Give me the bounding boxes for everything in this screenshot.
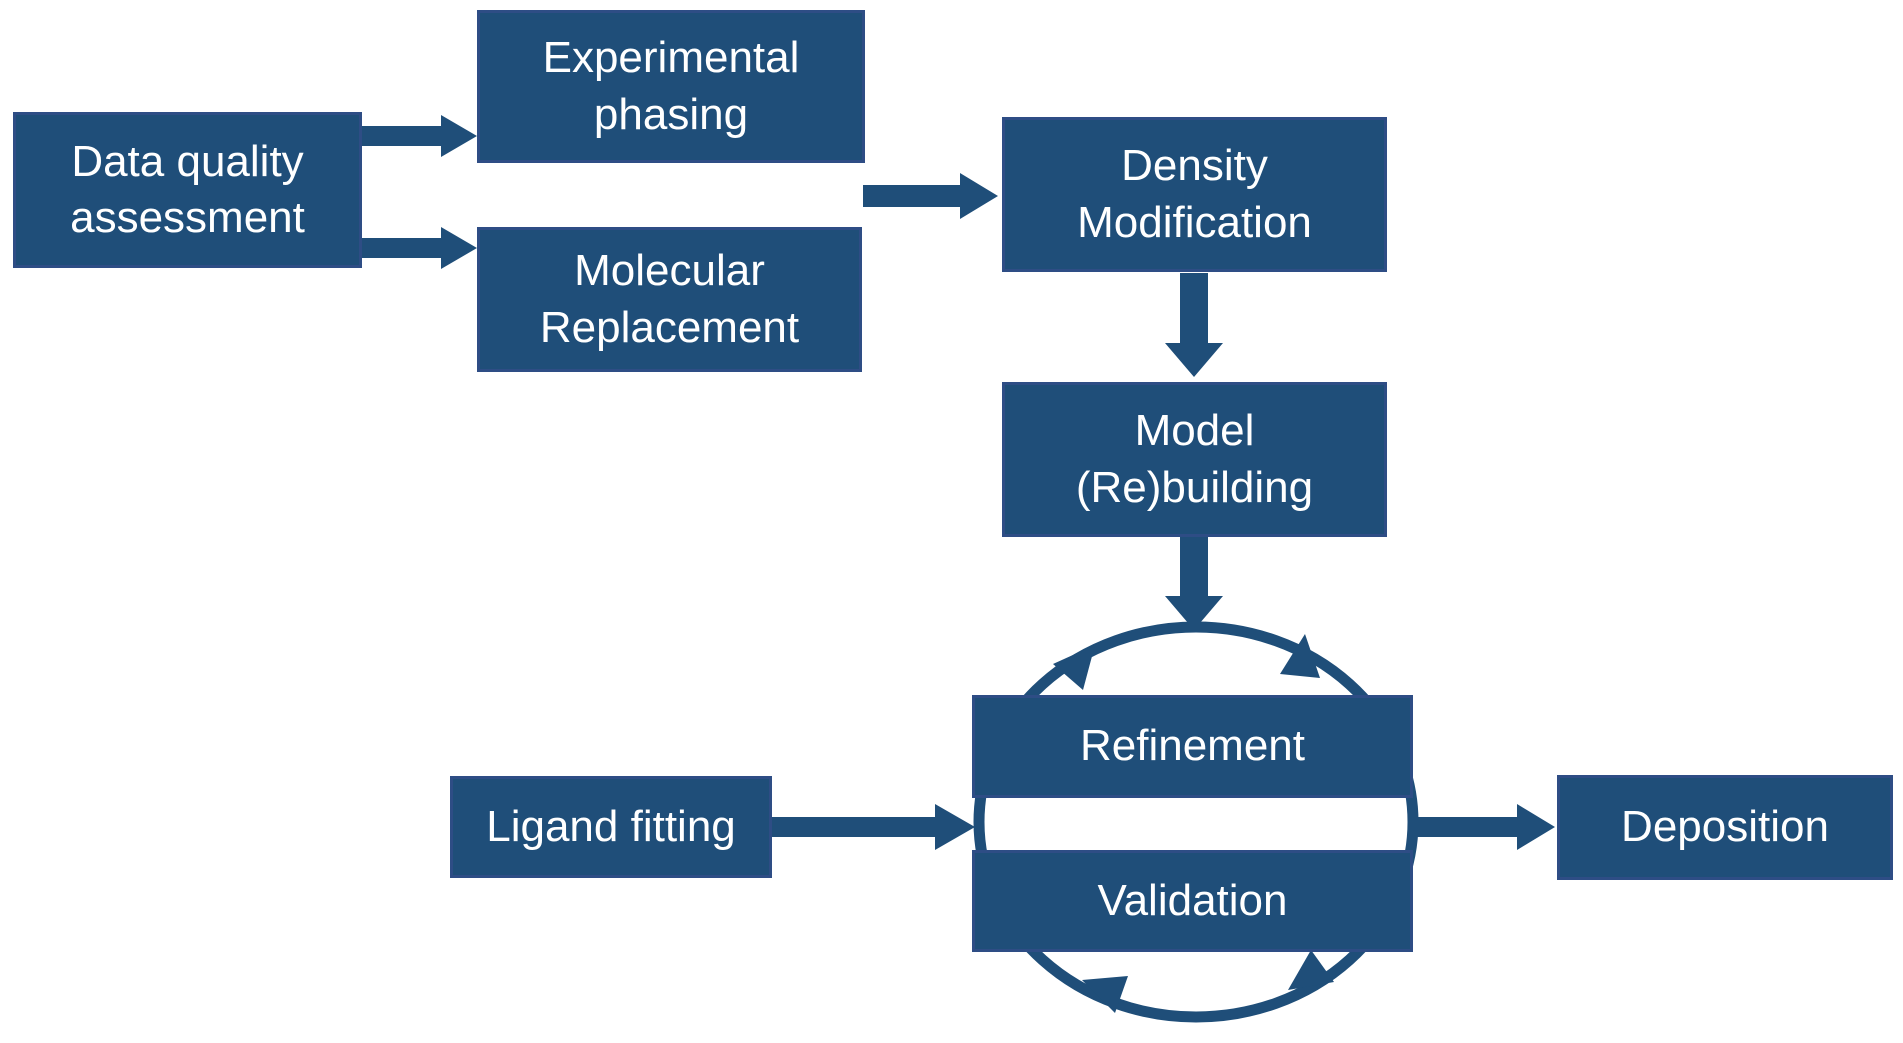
arrow-phasing-to-density-modification xyxy=(863,173,998,219)
node-density-modification: Density Modification xyxy=(1002,117,1387,272)
node-molecular-replacement-label: Molecular Replacement xyxy=(539,246,800,352)
node-refinement-label: Refinement xyxy=(1079,721,1305,771)
node-refinement: Refinement xyxy=(972,695,1413,798)
cycle-arrowhead-bottom-right-icon xyxy=(1288,950,1334,990)
node-experimental-phasing-label: Experimental phasing xyxy=(542,33,800,139)
node-data-quality-assessment: Data quality assessment xyxy=(13,112,362,268)
node-deposition-label: Deposition xyxy=(1621,802,1829,852)
arrow-density-to-model-rebuilding xyxy=(1165,273,1223,377)
node-validation-label: Validation xyxy=(1097,875,1288,925)
node-ligand-fitting-label: Ligand fitting xyxy=(486,801,736,851)
node-validation: Validation xyxy=(972,850,1413,952)
arrow-dqa-to-experimental-phasing xyxy=(362,115,477,157)
cycle-circle xyxy=(973,621,1419,1023)
cycle-arrowhead-top-right-icon xyxy=(1280,634,1320,678)
node-model-rebuilding: Model (Re)building xyxy=(1002,382,1387,537)
arrow-ligand-fitting-to-cycle xyxy=(772,804,975,850)
node-data-quality-assessment-label: Data quality assessment xyxy=(70,136,305,242)
node-model-rebuilding-label: Model (Re)building xyxy=(1075,406,1314,512)
arrow-cycle-to-deposition xyxy=(1413,804,1555,850)
arrow-dqa-to-molecular-replacement xyxy=(362,227,477,269)
cycle-arrowhead-bottom-left-icon xyxy=(1082,976,1128,1013)
node-deposition: Deposition xyxy=(1557,775,1893,880)
node-ligand-fitting: Ligand fitting xyxy=(450,776,772,878)
node-molecular-replacement: Molecular Replacement xyxy=(477,227,862,372)
cycle-arrowhead-top-left-icon xyxy=(1053,645,1095,690)
arrow-model-rebuilding-to-cycle xyxy=(1165,537,1223,630)
node-experimental-phasing: Experimental phasing xyxy=(477,10,865,163)
node-density-modification-label: Density Modification xyxy=(1077,141,1312,247)
